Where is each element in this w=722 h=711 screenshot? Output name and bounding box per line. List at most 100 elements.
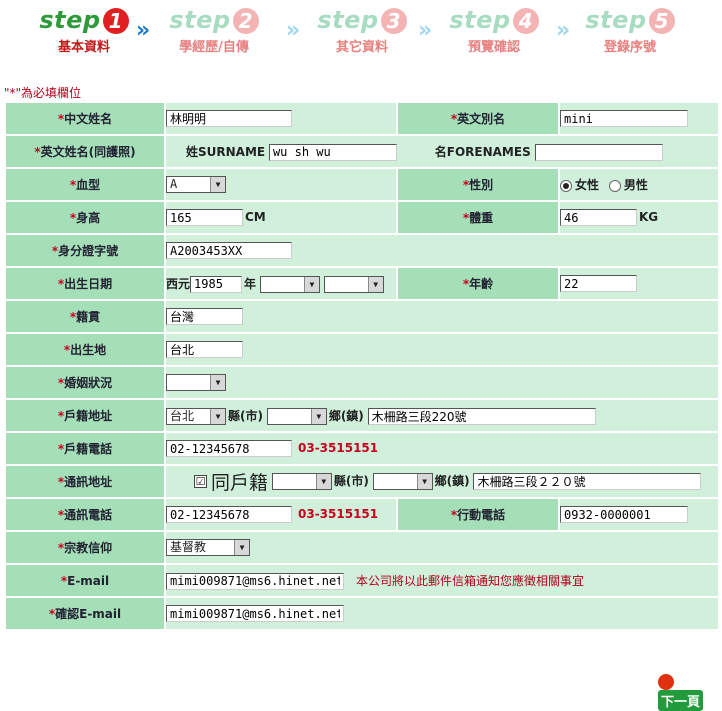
mail-phone-input[interactable] [166,506,292,523]
native-input[interactable] [166,308,243,325]
mobile-input[interactable] [560,506,688,523]
label-text: 出生日期 [64,277,113,291]
next-circle-icon [658,674,674,690]
cell-mobile [558,497,720,532]
gender-male-radio[interactable] [608,179,621,192]
birth-year-input[interactable] [190,275,243,293]
blood-select[interactable]: A▼ [166,176,226,193]
label-text: 體重 [469,211,494,225]
step-1-number: 1 [102,8,129,34]
label-english-alias: *英文別名 [396,101,560,136]
row-birth-age: *出生日期 西元年 ▼ ▼ *年齡 [4,266,720,301]
height-input[interactable] [166,209,243,226]
label-text: 戶籍地址 [64,409,113,423]
required-mark: * [69,310,77,324]
row-email-confirm: *確認E-mail [4,596,720,631]
blood-value: A [170,177,178,191]
row-reg-phone: *戶籍電話 03-3515151 [4,431,720,466]
required-mark: * [57,508,65,522]
label-birth-date: *出生日期 [4,266,166,301]
label-email: *E-mail [4,563,166,598]
marital-select[interactable]: ▼ [166,374,226,391]
reg-phone-input[interactable] [166,440,292,457]
label-text: 通訊地址 [64,475,113,489]
cell-marital: ▼ [164,365,720,400]
email-input[interactable] [166,572,344,590]
mail-town-select[interactable]: ▼ [372,473,433,490]
required-mark: * [69,178,77,192]
email-confirm-input[interactable] [166,605,344,622]
label-english-name: *英文姓名(同護照) [4,134,166,169]
id-number-input[interactable] [166,242,292,259]
gender-female-radio[interactable] [560,179,572,192]
required-mark: * [57,442,65,456]
mail-city-select[interactable]: ▼ [271,473,332,490]
label-text: 年齡 [469,277,494,291]
same-as-reg-checkbox[interactable]: ☑ [194,475,207,488]
cell-english-name: 姓SURNAME 名FORENAMES [164,134,720,169]
step-1-word: step [39,6,101,34]
religion-select[interactable]: 基督教▼ [166,539,250,556]
step-3-label: 其它資料 [335,40,388,55]
required-mark: * [57,112,65,126]
mail-street-input[interactable] [473,473,702,490]
required-mark: * [57,541,65,555]
step-5-label: 登錄序號 [603,40,656,55]
step-1-label: 基本資料 [57,40,110,55]
row-id: *身分證字號 [4,233,720,268]
row-mail-address: *通訊地址 ☑同戶籍 ▼縣(市) ▼鄉(鎮) [4,464,720,499]
step-5-word: step [585,6,647,34]
chevron-down-icon: ▼ [416,474,432,489]
reg-phone-example: 03-3515151 [298,441,379,455]
label-id-number: *身分證字號 [4,233,166,268]
cell-native [164,299,720,334]
next-page-button[interactable]: 下一頁 [658,674,718,711]
weight-input[interactable] [560,209,637,226]
step-arrow-icon: » [418,18,433,43]
birth-month-select[interactable]: ▼ [259,275,320,293]
step-2-label: 學經歷/自傳 [179,40,249,55]
label-text: 血型 [76,178,101,192]
chevron-down-icon: ▼ [210,375,225,390]
cell-mail-address: ☑同戶籍 ▼縣(市) ▼鄉(鎮) [164,464,720,499]
label-text: 英文別名 [457,112,506,126]
birthplace-input[interactable] [166,341,243,358]
age-input[interactable] [560,275,637,292]
reg-town-select[interactable]: ▼ [266,407,327,425]
step-4-word: step [449,6,511,34]
cell-mail-phone: 03-3515151 [164,497,398,532]
label-religion: *宗教信仰 [4,530,166,565]
surname-input[interactable] [268,143,397,161]
required-mark: * [34,145,41,159]
english-alias-input[interactable] [560,110,688,127]
chevron-down-icon: ▼ [234,540,249,555]
required-mark: * [63,343,71,357]
cell-email-confirm [164,596,720,631]
required-mark: * [60,573,68,588]
forenames-input[interactable] [534,143,663,161]
row-birthplace: *出生地 [4,332,720,367]
cell-blood: A▼ [164,167,398,202]
label-mobile: *行動電話 [396,497,560,532]
surname-label: 姓SURNAME [186,144,266,159]
birth-day-select[interactable]: ▼ [323,275,384,293]
required-mark: * [57,277,65,291]
chinese-name-input[interactable] [166,110,292,127]
row-native: *籍貫 [4,299,720,334]
cell-weight: KG [558,200,720,235]
label-weight: *體重 [396,200,560,235]
label-reg-phone: *戶籍電話 [4,431,166,466]
step-3-word: step [317,6,379,34]
chevron-down-icon: ▼ [210,408,225,424]
cell-reg-address: 台北▼縣(市) ▼鄉(鎮) [164,398,720,433]
label-text: 行動電話 [457,508,506,522]
cell-height: CM [164,200,398,235]
label-text: 通訊電話 [64,508,113,522]
required-mark: * [48,607,56,621]
label-mail-address: *通訊地址 [4,464,166,499]
reg-city-select[interactable]: 台北▼ [166,407,226,425]
reg-street-input[interactable] [367,407,596,425]
